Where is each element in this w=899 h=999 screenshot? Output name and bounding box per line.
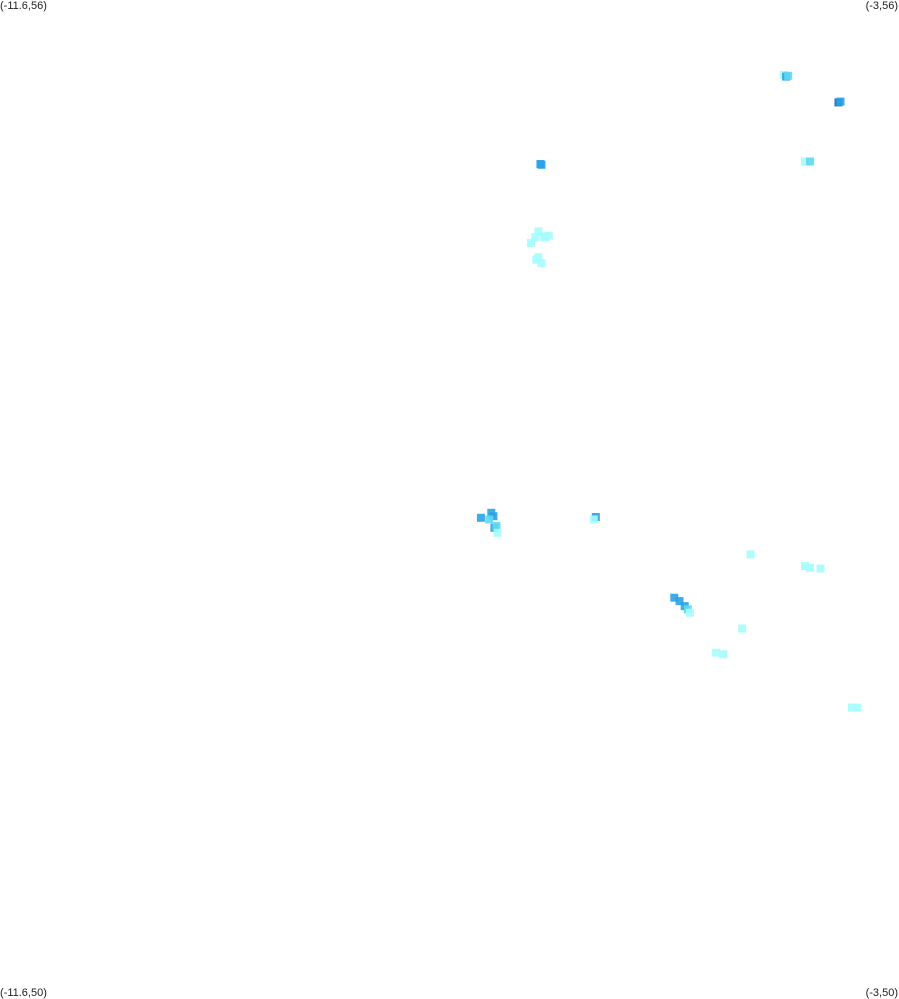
heat-cell <box>589 515 598 524</box>
heat-cell <box>485 515 494 524</box>
corner-label-top-left: (-11.6,56) <box>0 0 47 12</box>
heat-cell <box>816 564 825 573</box>
heat-cell <box>685 608 694 617</box>
heat-cell <box>746 550 755 559</box>
heat-cell <box>492 522 501 531</box>
heat-cell <box>800 157 809 166</box>
corner-label-top-right: (-3,56) <box>865 0 898 12</box>
heat-cell <box>537 259 546 268</box>
heat-cell <box>537 160 546 169</box>
heat-cell <box>493 528 502 537</box>
heatmap-cells <box>476 70 862 712</box>
heat-cell <box>853 703 862 712</box>
heat-cell <box>738 624 747 633</box>
heat-cell <box>670 593 679 602</box>
heat-cell <box>848 703 856 712</box>
heat-cell <box>806 563 815 572</box>
heat-cell <box>476 513 485 522</box>
heat-cell <box>534 227 543 236</box>
corner-label-bottom-left: (-11.6,50) <box>0 987 47 999</box>
heat-cell <box>531 233 540 242</box>
heat-cell <box>541 233 550 242</box>
heat-cell <box>489 512 498 521</box>
heat-cell <box>675 597 684 606</box>
heat-cell <box>836 97 845 106</box>
corner-label-bottom-right: (-3,50) <box>865 987 898 999</box>
heat-cell <box>712 648 721 657</box>
heat-cell <box>784 71 793 80</box>
heat-cell <box>719 650 728 659</box>
heat-cell <box>534 253 543 262</box>
heat-cell <box>806 157 815 166</box>
heat-cell <box>800 562 809 571</box>
heat-cell <box>527 239 535 248</box>
